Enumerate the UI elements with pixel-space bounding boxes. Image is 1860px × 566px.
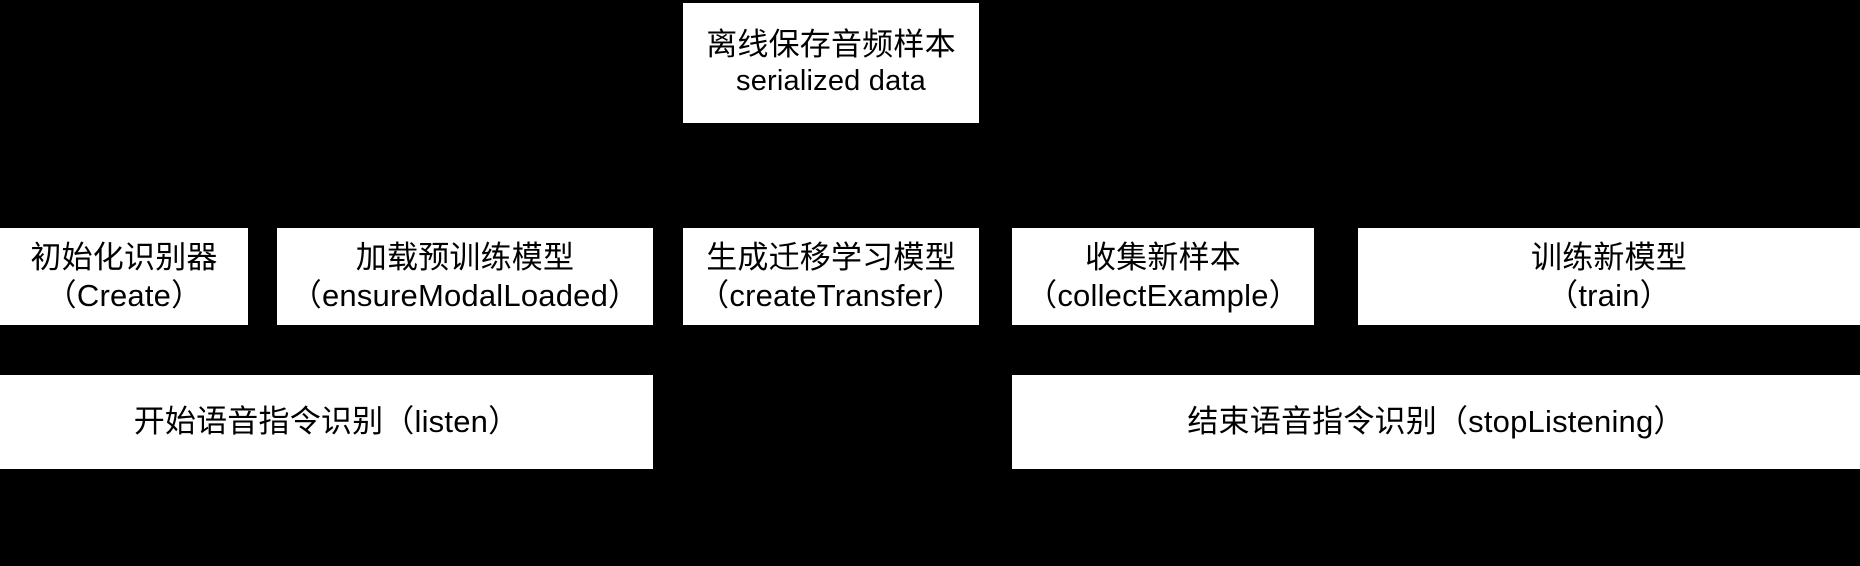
node-ensure-modal-loaded[interactable]: 加载预训练模型 （ensureModalLoaded） (277, 228, 653, 325)
node-ensure-modal-loaded-subtitle: （ensureModalLoaded） (290, 277, 640, 313)
node-stop-listening-title: 结束语音指令识别（stopListening） (1187, 404, 1685, 440)
node-ensure-modal-loaded-title: 加载预训练模型 (355, 239, 575, 275)
node-collect-example[interactable]: 收集新样本 （collectExample） (1012, 228, 1314, 325)
node-serialized-data-title: 离线保存音频样本 (706, 27, 956, 63)
node-collect-example-title: 收集新样本 (1085, 239, 1241, 275)
node-create-title: 初始化识别器 (30, 239, 218, 275)
node-create-subtitle: （Create） (45, 277, 203, 313)
node-listen-title: 开始语音指令识别（listen） (133, 404, 520, 440)
node-collect-example-subtitle: （collectExample） (1026, 277, 1300, 313)
node-create[interactable]: 初始化识别器 （Create） (0, 228, 248, 325)
node-train[interactable]: 训练新模型 （train） (1358, 228, 1860, 325)
node-create-transfer-title: 生成迁移学习模型 (706, 239, 956, 275)
node-create-transfer-subtitle: （createTransfer） (698, 277, 964, 313)
node-serialized-data[interactable]: 离线保存音频样本 serialized data (683, 3, 979, 123)
node-train-subtitle: （train） (1547, 277, 1671, 313)
node-listen[interactable]: 开始语音指令识别（listen） (0, 375, 653, 469)
node-stop-listening[interactable]: 结束语音指令识别（stopListening） (1012, 375, 1860, 469)
node-train-title: 训练新模型 (1531, 239, 1687, 275)
node-create-transfer[interactable]: 生成迁移学习模型 （createTransfer） (683, 228, 979, 325)
node-serialized-data-subtitle: serialized data (736, 65, 926, 98)
